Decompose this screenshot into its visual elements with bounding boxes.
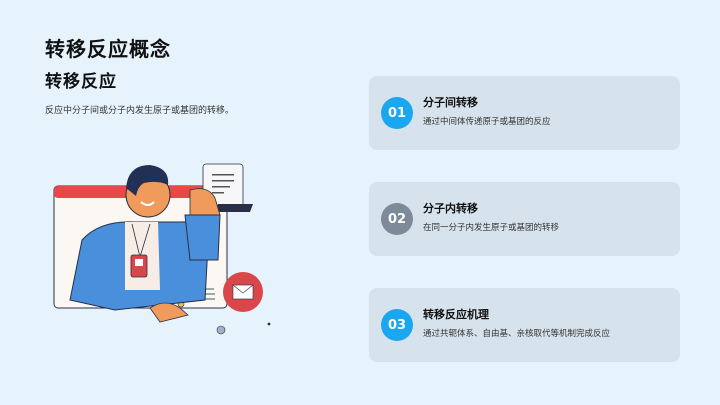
card-mechanism: 03 转移反应机理 通过共轭体系、自由基、亲核取代等机制完成反应 [369, 288, 680, 362]
card-description: 通过中间体传递原子或基团的反应 [423, 117, 551, 127]
number-badge: 02 [381, 203, 413, 235]
card-description: 通过共轭体系、自由基、亲核取代等机制完成反应 [423, 329, 611, 339]
mail-icon [223, 272, 263, 312]
card-title: 分子内转移 [423, 202, 478, 215]
id-badge-icon [130, 223, 151, 278]
person-icon [69, 165, 221, 323]
illustration [40, 150, 280, 350]
card-description: 在同一分子内发生原子或基团的转移 [423, 223, 560, 233]
section-description: 反应中分子间或分子内发生原子或基团的转移。 [45, 106, 235, 116]
number-badge: 03 [381, 309, 413, 341]
section-subtitle: 转移反应 [45, 72, 117, 92]
card-title: 分子间转移 [423, 96, 478, 109]
number-badge: 01 [381, 97, 413, 129]
card-intramolecular: 02 分子内转移 在同一分子内发生原子或基团的转移 [369, 182, 680, 256]
card-intermolecular: 01 分子间转移 通过中间体传递原子或基团的反应 [369, 76, 680, 150]
page-title: 转移反应概念 [45, 37, 171, 61]
card-title: 转移反应机理 [423, 308, 489, 321]
